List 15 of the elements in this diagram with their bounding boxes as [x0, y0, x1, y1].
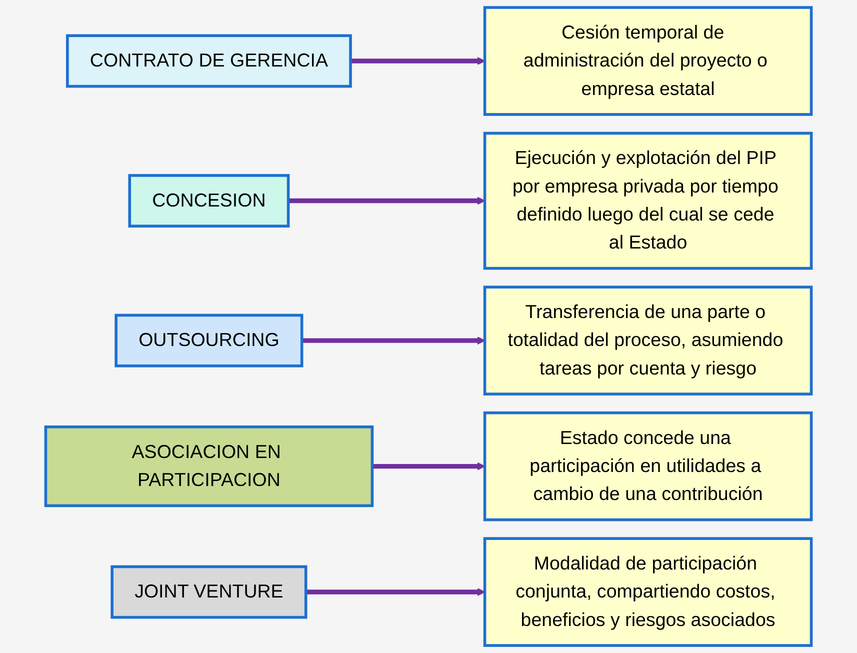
node-box: CONTRATO DE GERENCIA — [66, 34, 352, 88]
arrow — [372, 462, 486, 470]
node-box: Estado concede una participación en utilidades a cambio de una contribución — [483, 411, 813, 522]
node-box: OUTSOURCING — [114, 314, 304, 368]
node-box: JOINT VENTURE — [110, 565, 308, 619]
arrow — [306, 588, 486, 596]
arrow — [302, 336, 486, 345]
node-box: Ejecución y explotación del PIP por empresa privada por tiempo definido luego del cual se cede al Estado — [483, 132, 813, 270]
node-box: Modalidad de participación conjunta, compartiendo costos, beneficios y riesgos asociados — [483, 537, 813, 647]
arrow — [350, 56, 486, 66]
node-box: CONCESION — [128, 174, 290, 228]
node-box: Cesión temporal de administración del proyecto o empresa estatal — [483, 6, 813, 116]
arrow — [288, 196, 486, 205]
node-box: Transferencia de una parte o totalidad del proceso, asumiendo tareas por cuenta y riesgo — [483, 286, 813, 396]
node-box: ASOCIACION EN PARTICIPACION — [44, 425, 374, 508]
